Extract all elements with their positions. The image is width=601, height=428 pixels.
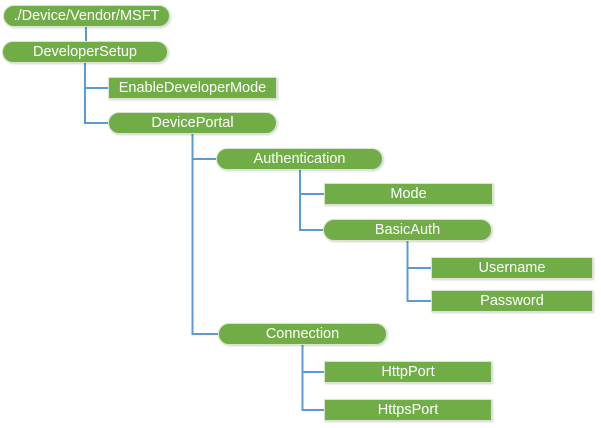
- tree-node-deviceportal: DevicePortal: [108, 112, 277, 134]
- tree-node-username: Username: [431, 257, 593, 279]
- connector-developersetup-children: [84, 63, 108, 124]
- tree-node-mode: Mode: [324, 183, 493, 205]
- tree-node-httpport: HttpPort: [324, 361, 492, 383]
- tree-node-enabledevelopermode: EnableDeveloperMode: [108, 77, 277, 99]
- tree-node-authentication: Authentication: [216, 148, 383, 170]
- tree-node-password: Password: [431, 290, 593, 312]
- connector-authentication-children: [299, 170, 324, 231]
- connector-connection-children: [301, 345, 324, 411]
- tree-node-httpsport: HttpsPort: [324, 399, 492, 421]
- connector-deviceportal-children: [191, 134, 218, 335]
- tree-node-basicauth: BasicAuth: [323, 219, 492, 241]
- connector-basicauth-children: [406, 241, 431, 302]
- tree-node-connection: Connection: [218, 323, 387, 345]
- tree-node-device-vendor-msft: ./Device/Vendor/MSFT: [3, 5, 170, 27]
- tree-node-developersetup: DeveloperSetup: [2, 41, 168, 63]
